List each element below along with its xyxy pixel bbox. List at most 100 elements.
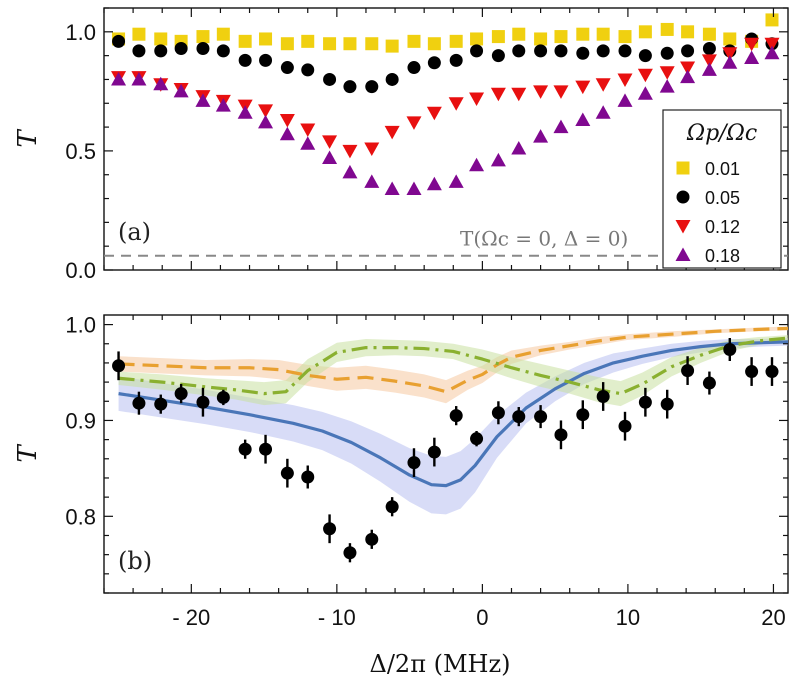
data-point (491, 406, 505, 420)
data-point (342, 164, 358, 179)
data-point (744, 37, 760, 52)
data-point (196, 30, 210, 44)
legend-label: 0.18 (705, 246, 740, 266)
legend-label: 0.12 (705, 217, 740, 237)
data-point (132, 44, 146, 58)
data-point (343, 80, 357, 94)
data-point (132, 396, 146, 410)
data-point (154, 32, 168, 46)
data-point (323, 37, 337, 51)
data-point (259, 442, 273, 456)
data-point (215, 98, 231, 112)
data-point (153, 76, 169, 91)
data-point (280, 37, 294, 51)
data-point (407, 456, 421, 470)
data-point (154, 397, 168, 411)
data-point (323, 522, 337, 536)
data-point (216, 44, 230, 58)
data-point (723, 343, 737, 357)
data-point (553, 85, 569, 99)
data-point (385, 500, 399, 514)
legend-marker (676, 161, 690, 175)
data-point (596, 389, 610, 403)
data-point (595, 78, 611, 92)
data-point (174, 387, 188, 401)
model-curve-dashed (118, 326, 788, 394)
data-point (426, 106, 442, 121)
data-point (512, 27, 526, 41)
x-axis-title: Δ/2π (MHz) (370, 650, 511, 678)
data-point (385, 72, 399, 86)
data-point (512, 410, 526, 424)
data-point (365, 80, 379, 94)
data-point (659, 66, 675, 80)
data-point (596, 44, 610, 58)
x-tick-label: 20 (761, 605, 785, 630)
data-point (426, 176, 442, 191)
data-point (618, 44, 632, 58)
data-point (343, 37, 357, 51)
data-point (407, 61, 421, 75)
data-point (701, 54, 717, 68)
plot-area (112, 326, 788, 563)
data-point (300, 123, 316, 137)
data-point (365, 37, 379, 51)
panel-label: (b) (118, 547, 152, 575)
plot-area (104, 13, 788, 257)
data-point (722, 55, 738, 69)
data-point (406, 116, 422, 130)
data-point (638, 49, 652, 63)
data-point (660, 22, 674, 36)
data-point (301, 63, 315, 77)
data-point (173, 83, 189, 98)
data-point (553, 119, 569, 134)
data-point (617, 73, 633, 87)
data-point (112, 34, 126, 48)
data-point (576, 27, 590, 41)
data-point (491, 49, 505, 63)
series-0.18 (111, 45, 780, 196)
data-point (448, 97, 464, 111)
panel-a: 0.00.51.0T(a)T(Ωc = 0, Δ = 0)Ωp/Ωc0.010.… (13, 7, 789, 283)
data-point (322, 135, 338, 149)
data-point (364, 174, 380, 188)
data-point (680, 69, 696, 84)
data-point (554, 30, 568, 44)
data-point (342, 144, 358, 159)
data-point (300, 136, 316, 150)
data-point (534, 32, 548, 46)
data-point (323, 72, 337, 86)
data-point (533, 129, 549, 143)
data-point (279, 113, 295, 128)
data-point (469, 157, 485, 172)
confidence-band (118, 335, 788, 407)
x-tick-label: 10 (616, 605, 640, 630)
data-point (490, 152, 506, 167)
data-point (681, 25, 695, 39)
y-axis-title: T (13, 444, 43, 463)
data-point (385, 39, 399, 53)
data-point (237, 105, 253, 119)
data-point (470, 432, 484, 446)
data-point (534, 410, 548, 424)
data-point (238, 442, 252, 456)
data-point (364, 142, 380, 157)
data-point (491, 30, 505, 44)
data-point (427, 56, 441, 70)
x-tick-label: - 20 (172, 605, 210, 630)
data-point (637, 68, 653, 83)
series-0.01 (112, 13, 779, 53)
y-tick-label: 0.8 (65, 504, 96, 529)
legend-box (662, 109, 782, 269)
data-point (765, 365, 779, 379)
data-point (744, 50, 760, 65)
data-point (512, 44, 526, 58)
data-point (637, 86, 653, 100)
data-point (702, 27, 716, 41)
data-point (722, 47, 738, 61)
data-point (533, 85, 549, 99)
data-point (723, 32, 737, 46)
data-point (764, 37, 780, 52)
data-point (470, 32, 484, 46)
